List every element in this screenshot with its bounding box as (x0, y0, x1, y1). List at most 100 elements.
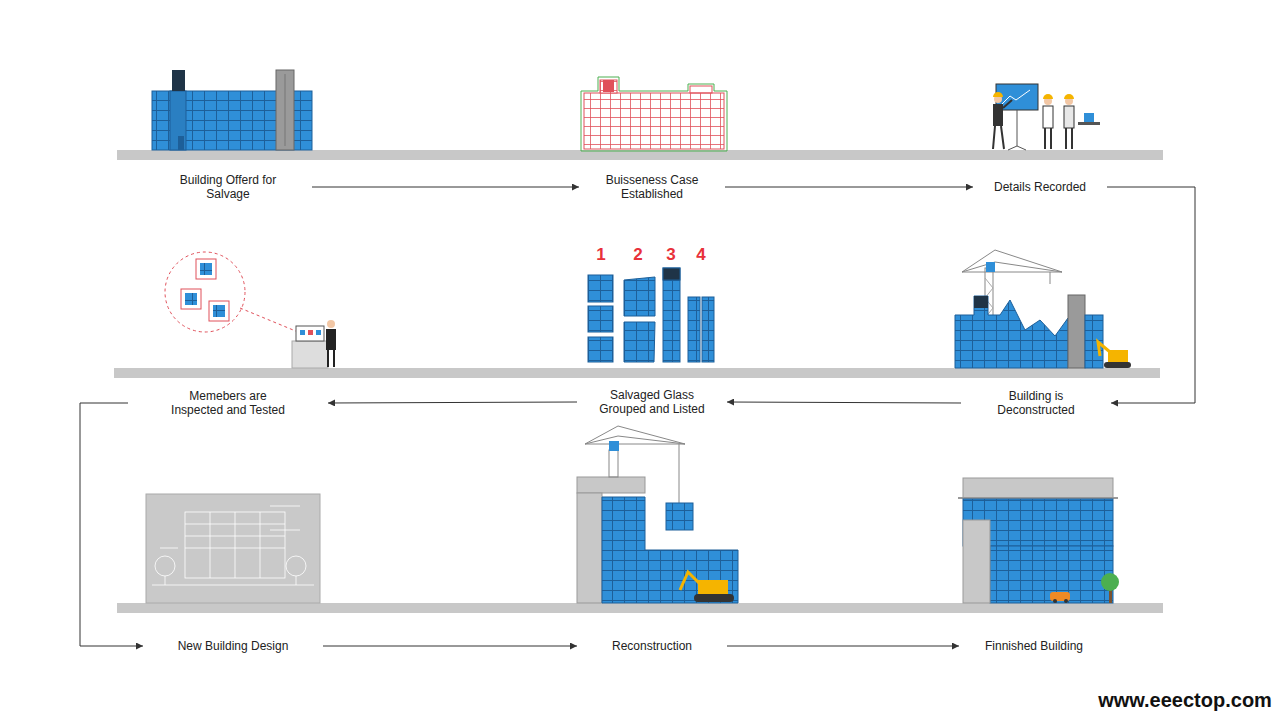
design-drawing (185, 512, 285, 578)
reconstruction-scene (577, 426, 738, 603)
step-text: Salvaged Glass Grouped and Listed (592, 388, 712, 416)
step-text: New Building Design (148, 639, 318, 653)
meeting-scene (1064, 106, 1074, 128)
glass-panel (624, 322, 655, 362)
reconstruction-scene (577, 493, 602, 603)
ground-bar (117, 603, 1163, 613)
step-text: Memebers are Inspected and Tested (168, 389, 288, 417)
reconstruction-scene (680, 572, 700, 590)
meeting-scene (1043, 94, 1053, 99)
deconstruction-scene (1085, 315, 1103, 368)
inspection-scene (165, 252, 245, 332)
step-text: Reconstruction (582, 639, 722, 653)
inspection-scene (209, 301, 229, 321)
reconstruction-scene (602, 497, 738, 603)
meeting-scene (1078, 122, 1100, 125)
reconstruction-scene (609, 450, 618, 477)
meeting-scene (993, 84, 1100, 150)
inspection-scene (181, 289, 201, 309)
design-drawing (152, 585, 314, 586)
deconstruction-scene (962, 250, 1062, 272)
ground-bar (114, 368, 1160, 378)
building-icon (276, 70, 294, 150)
step-text: Details Recorded (978, 180, 1102, 194)
step-label: Building is Deconstructed (961, 387, 1111, 419)
outline-drawing (581, 77, 727, 151)
outline-drawing (584, 93, 724, 149)
deconstruction-scene (955, 250, 1131, 368)
building-icon (172, 70, 185, 91)
glass-panel (663, 268, 680, 280)
outline-drawing (581, 77, 727, 151)
step-label: Memebers are Inspected and Tested (128, 387, 328, 419)
step-label: New Building Design (143, 637, 323, 655)
finished-building (1101, 573, 1119, 591)
meeting-scene (1084, 113, 1094, 122)
inspection-scene (327, 320, 335, 328)
inspection-scene (165, 252, 336, 368)
reconstruction-scene (666, 503, 693, 530)
inspection-scene (196, 259, 216, 279)
step-label: Salvaged Glass Grouped and Listed (577, 386, 727, 418)
group-number: 4 (696, 245, 705, 265)
inspection-scene (185, 293, 197, 305)
outline-drawing (690, 86, 712, 93)
design-drawing (185, 512, 285, 578)
finished-building (958, 478, 1119, 603)
reconstruction-scene (698, 580, 728, 594)
glass-panel (663, 268, 680, 362)
inspection-scene (316, 330, 321, 335)
step-label: Finnished Building (959, 637, 1109, 655)
design-drawing (160, 506, 300, 548)
step-label: Details Recorded (973, 178, 1107, 196)
reconstruction-scene (585, 426, 685, 444)
glass-panel (588, 337, 613, 362)
inspection-scene (213, 305, 225, 317)
design-drawing (146, 494, 320, 603)
glass-panel (624, 277, 655, 316)
deconstruction-scene (1108, 350, 1128, 362)
deconstruction-scene (1104, 362, 1131, 368)
meeting-scene (1002, 90, 1030, 104)
ground-bar (114, 150, 1163, 613)
inspection-scene (326, 329, 336, 350)
inspection-scene (296, 326, 324, 341)
building-icon (152, 70, 312, 150)
step-text: Buisseness Case Established (597, 173, 707, 201)
meeting-scene (1066, 128, 1072, 149)
glass-panel (588, 306, 613, 332)
glass-panel (588, 268, 714, 362)
step-text: Finnished Building (964, 639, 1104, 653)
group-number: 2 (633, 245, 642, 265)
flow-arrow (725, 187, 973, 188)
finished-building (1064, 599, 1068, 603)
inspection-scene (300, 330, 305, 335)
inspection-scene (200, 263, 212, 275)
deconstruction-scene (1068, 295, 1085, 368)
finished-building (990, 546, 1113, 603)
design-drawing (165, 576, 166, 585)
outline-drawing (603, 80, 614, 92)
step-text: Building Offerd for Salvage (178, 173, 278, 201)
flow-arrow (727, 402, 961, 403)
meeting-scene (993, 92, 1003, 97)
meeting-scene (993, 126, 1004, 149)
deconstruction-scene (986, 262, 995, 272)
deconstruction-scene (1050, 272, 1051, 284)
step-label: Building Offerd for Salvage (144, 171, 312, 203)
design-drawing (152, 506, 314, 585)
meeting-scene (1045, 128, 1051, 149)
reconstruction-scene (694, 594, 734, 602)
glass-panel (588, 275, 613, 302)
group-number: 1 (596, 245, 605, 265)
meeting-scene (993, 104, 1003, 126)
watermark: www.eeectop.com (1098, 689, 1272, 712)
inspection-scene (328, 350, 334, 367)
inspection-scene (240, 308, 298, 332)
flow-arrow (312, 187, 579, 188)
meeting-scene (1064, 94, 1074, 99)
outline-drawing (600, 80, 617, 93)
meeting-scene (1008, 110, 1026, 150)
meeting-scene (1003, 100, 1012, 108)
glass-panel (688, 297, 700, 362)
